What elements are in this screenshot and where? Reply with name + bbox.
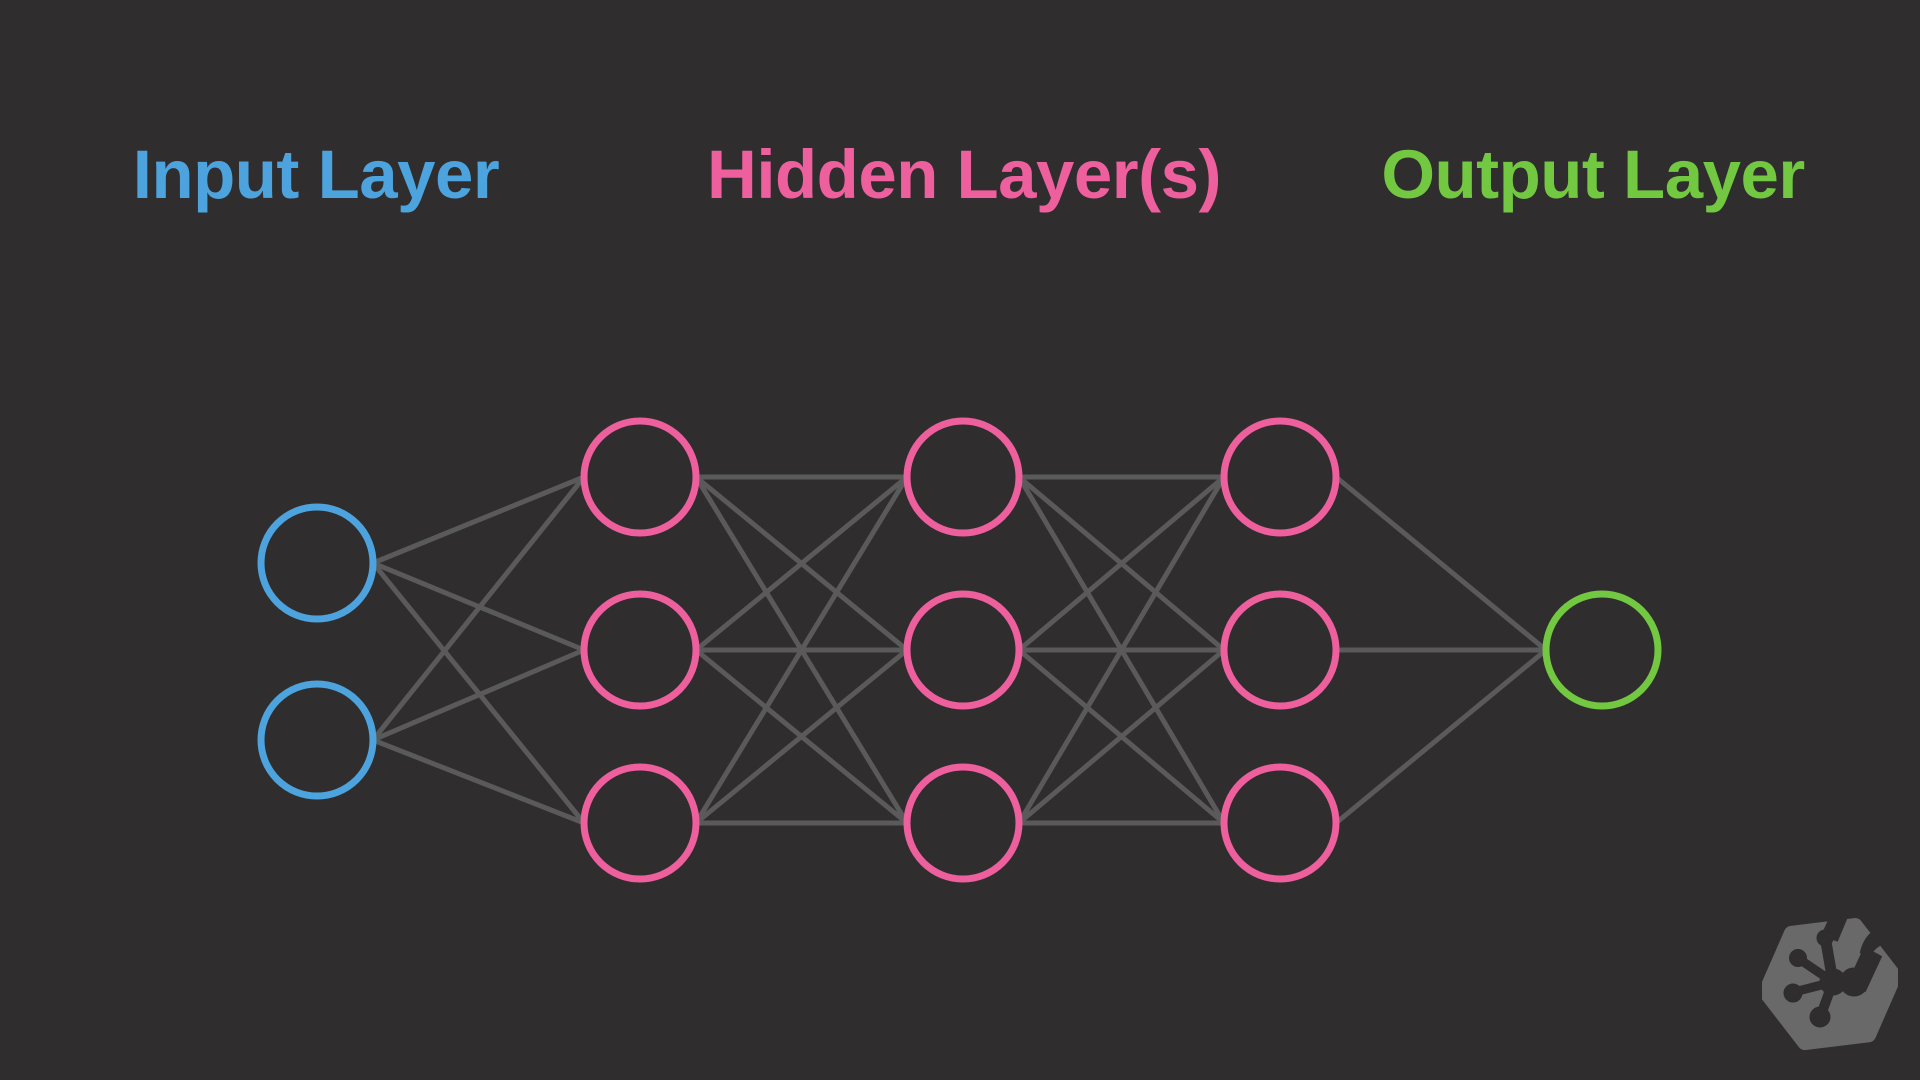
edge-hidden-2-2-to-hidden-3-1 — [1017, 475, 1226, 652]
hidden-1-node-3 — [580, 763, 700, 883]
edge-hidden-2-3-to-hidden-3-2 — [1017, 648, 1226, 825]
hidden-2-node-1 — [903, 417, 1023, 537]
edges-group — [371, 474, 1548, 826]
edge-hidden-2-3-to-hidden-3-1 — [1016, 475, 1227, 825]
edge-input-2-to-hidden-1-2 — [372, 647, 585, 743]
hidden-2-node-2 — [903, 590, 1023, 710]
edge-hidden-1-3-to-hidden-2-2 — [694, 648, 909, 825]
edge-hidden-1-3-to-hidden-2-1 — [693, 475, 910, 825]
edge-hidden-3-3-to-output-1 — [1334, 648, 1548, 825]
edge-hidden-3-1-to-output-1 — [1334, 475, 1548, 652]
hidden-3-node-3 — [1220, 763, 1340, 883]
edge-input-1-to-hidden-1-1 — [372, 474, 585, 566]
hidden-layers-label: Hidden Layer(s) — [707, 136, 1221, 213]
treefrog-hexagon-logo-icon — [1762, 912, 1898, 1051]
nodes-group — [257, 417, 1662, 883]
hidden-1-node-2 — [580, 590, 700, 710]
input-node-2 — [257, 680, 377, 800]
hidden-1-node-1 — [580, 417, 700, 537]
output-layer-label: Output Layer — [1381, 136, 1805, 213]
edge-input-2-to-hidden-1-1 — [371, 475, 586, 742]
edge-input-2-to-hidden-1-3 — [372, 737, 585, 826]
edge-hidden-1-2-to-hidden-2-1 — [694, 475, 909, 652]
hidden-3-node-2 — [1220, 590, 1340, 710]
hidden-3-node-1 — [1220, 417, 1340, 537]
input-layer-label: Input Layer — [132, 136, 500, 213]
hidden-2-node-3 — [903, 763, 1023, 883]
input-node-1 — [257, 503, 377, 623]
output-node-1 — [1542, 590, 1662, 710]
